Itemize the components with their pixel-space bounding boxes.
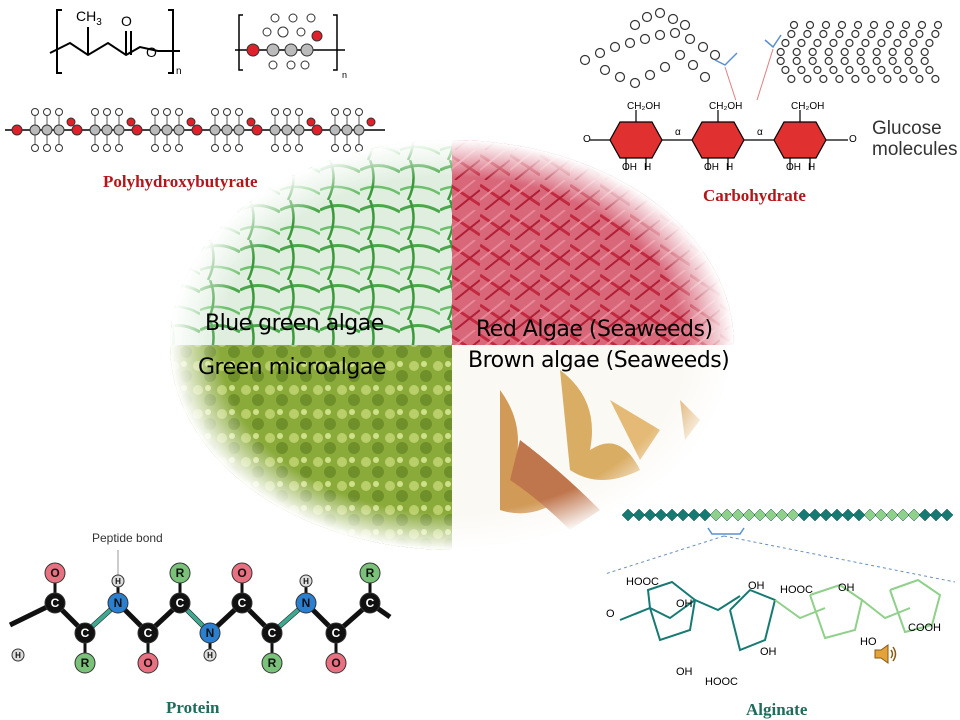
svg-text:N: N	[114, 596, 123, 610]
alginate-hooc-1: HOOC	[626, 576, 659, 588]
svg-text:R: R	[176, 566, 185, 580]
glucose-o-left: O	[583, 134, 591, 145]
svg-text:O: O	[143, 656, 152, 670]
phb-polymer-chain	[5, 108, 385, 152]
alginate-cooh: COOH	[908, 622, 941, 634]
quadrant-label-brown: Brown algae (Seaweeds)	[468, 348, 730, 373]
glucose-ch2oh-2: CH₂OH	[709, 101, 743, 112]
glucose-oh-3: OH	[786, 162, 801, 173]
svg-text:C: C	[144, 626, 153, 640]
alginate-oh-4: OH	[676, 666, 693, 678]
alginate-o-left: O	[606, 608, 615, 620]
quadrant-label-red: Red Algae (Seaweeds)	[476, 317, 713, 342]
alginate-caption: Alginate	[746, 700, 808, 719]
glucose-chain-structure	[590, 110, 848, 170]
phb-ch3-label: CH3	[76, 8, 102, 28]
glucose-h-3: H	[808, 162, 816, 173]
svg-text:O: O	[237, 566, 246, 580]
alginate-oh-1: OH	[676, 598, 693, 610]
glucose-oh-1: OH	[622, 162, 637, 173]
phb-n-label: n	[176, 66, 182, 77]
svg-text:C: C	[51, 596, 60, 610]
speaker-icon[interactable]	[872, 642, 898, 666]
alginate-hooc-2: HOOC	[780, 584, 813, 596]
carbohydrate-helix-diagram	[579, 7, 943, 100]
glucose-alpha-2: α	[757, 127, 763, 138]
alginate-oh-2: OH	[748, 580, 765, 592]
alginate-oh-5: OH	[760, 646, 777, 658]
phb-caption: Polyhydroxybutyrate	[103, 172, 258, 191]
svg-text:O: O	[50, 566, 59, 580]
svg-text:R: R	[81, 656, 90, 670]
phb-o-ring-label: O	[146, 44, 157, 60]
protein-caption: Protein	[166, 698, 220, 717]
svg-text:C: C	[176, 596, 185, 610]
svg-text:R: R	[366, 566, 375, 580]
phb-ball-stick-monomer	[235, 13, 345, 71]
quadrant-label-blue-green: Blue green algae	[205, 311, 384, 336]
glucose-o-right: O	[849, 134, 857, 145]
svg-text:C: C	[332, 626, 341, 640]
svg-text:N: N	[302, 596, 311, 610]
svg-text:H: H	[303, 577, 309, 586]
peptide-bond-label: Peptide bond	[92, 531, 163, 545]
glucose-ch2oh-1: CH₂OH	[627, 101, 661, 112]
phb-o-top-label: O	[121, 13, 132, 29]
svg-text:H: H	[15, 651, 21, 660]
glucose-oh-2: OH	[704, 162, 719, 173]
glucose-molecules-label: Glucose molecules	[872, 118, 958, 160]
svg-text:H: H	[207, 651, 213, 660]
phb-n2-label: n	[342, 70, 348, 80]
carbohydrate-caption: Carbohydrate	[703, 186, 806, 205]
quadrant-label-green-micro: Green microalgae	[198, 355, 386, 380]
svg-text:C: C	[366, 596, 375, 610]
glucose-alpha-1: α	[675, 127, 681, 138]
svg-text:C: C	[81, 626, 90, 640]
glucose-h-1: H	[644, 162, 652, 173]
svg-text:H: H	[115, 577, 121, 586]
svg-text:C: C	[238, 596, 247, 610]
svg-text:C: C	[268, 626, 277, 640]
svg-text:O: O	[331, 656, 340, 670]
glucose-label-line2: molecules	[872, 139, 958, 160]
glucose-label-line1: Glucose	[872, 118, 942, 139]
phb-monomer-structure	[49, 9, 180, 74]
glucose-ch2oh-3: CH₂OH	[791, 101, 825, 112]
glucose-h-2: H	[726, 162, 734, 173]
alginate-oh-3: OH	[838, 582, 855, 594]
svg-text:N: N	[206, 626, 215, 640]
protein-chain-structure: C C C C C C C C N N N O O O O R R R R H H H H	[8, 550, 392, 674]
alginate-hooc-3: HOOC	[705, 676, 738, 688]
alginate-ho-1: HO	[860, 636, 877, 648]
alginate-chain-diagram	[604, 508, 956, 652]
svg-text:R: R	[268, 656, 277, 670]
